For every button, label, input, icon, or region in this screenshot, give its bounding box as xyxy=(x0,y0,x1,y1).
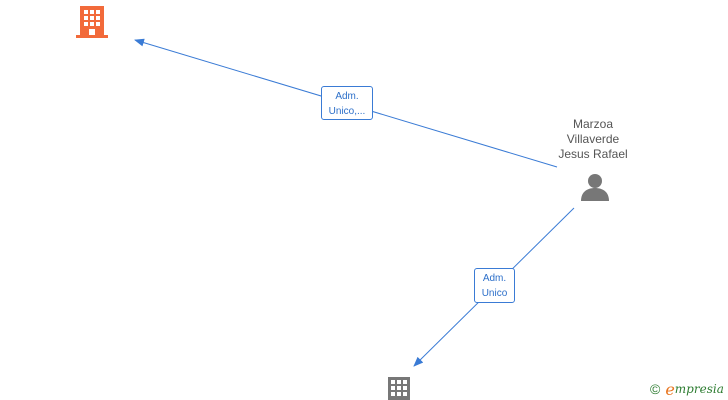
person-name-label[interactable]: Marzoa Villaverde Jesus Rafael xyxy=(543,117,643,162)
edge-label-line: Adm. xyxy=(482,273,507,284)
brand-logo-text: mpresia xyxy=(674,382,724,396)
edge-label-line: Unico,... xyxy=(328,106,366,117)
edge-label-line: Adm. xyxy=(335,91,359,102)
edge-label-adm-unico-2[interactable]: Adm. Unico xyxy=(474,268,515,303)
empresia-credit[interactable]: © e mpresia xyxy=(650,379,724,399)
building-icon[interactable] xyxy=(388,377,410,400)
brand-logo-initial: e xyxy=(665,379,675,399)
person-icon[interactable] xyxy=(581,174,609,201)
person-name-line: Marzoa xyxy=(572,117,613,131)
copyright-icon: © xyxy=(650,381,661,397)
edge-label-adm-unico-1[interactable]: Adm. Unico,... xyxy=(321,86,373,120)
person-name-line: Villaverde xyxy=(566,132,620,146)
edge-label-line: Unico xyxy=(481,288,508,299)
building-icon[interactable] xyxy=(76,6,108,38)
person-name-line: Jesus Rafael xyxy=(558,147,628,161)
